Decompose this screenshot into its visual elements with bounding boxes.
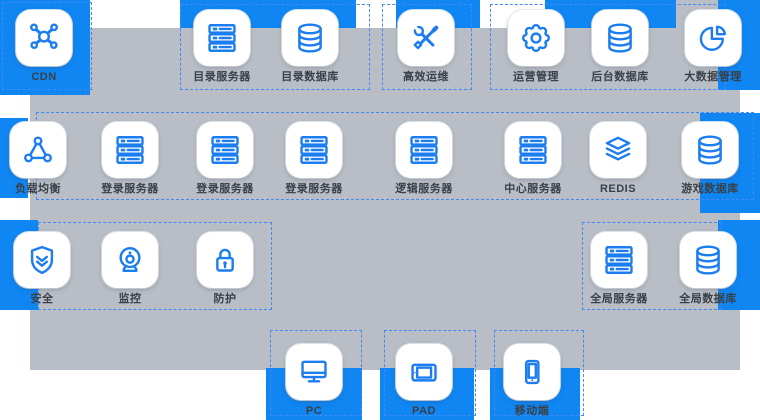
node-label: 安全 [30,293,54,305]
diagram-node: 逻辑服务器 [379,122,469,196]
server-icon [396,122,452,178]
node-label: 全局服务器 [590,293,648,305]
diagram-node: REDIS [573,122,663,196]
node-label: 全局数据库 [679,293,737,305]
node-label: 中心服务器 [504,183,562,195]
group-border [180,4,370,90]
shield-icon [14,232,70,288]
node-label: CDN [31,71,57,83]
phone-icon [504,344,560,400]
database-icon [592,10,648,66]
node-label: 逻辑服务器 [395,183,453,195]
node-label: 防护 [213,293,237,305]
diagram-node: 防护 [180,232,270,306]
diagram-node: 全局服务器 [574,232,664,306]
node-label: 高效运维 [403,71,449,83]
database-icon [282,10,338,66]
server-icon [591,232,647,288]
database-icon [682,122,738,178]
camera-icon [102,232,158,288]
cdn-network-icon [16,10,72,66]
tools-icon [398,10,454,66]
node-label: 运营管理 [513,71,559,83]
node-label: PAD [412,405,436,417]
server-icon [197,122,253,178]
node-label: 负载均衡 [15,183,61,195]
tablet-icon [396,344,452,400]
diagram-node: 登录服务器 [180,122,270,196]
node-label: 移动端 [514,405,550,417]
diagram-node: 运营管理 [491,10,581,84]
diagram-node: PC [269,344,359,418]
server-icon [102,122,158,178]
diagram-node: 登录服务器 [85,122,175,196]
node-label: REDIS [599,183,637,195]
diagram-node: 移动端 [487,344,577,418]
node-label: PC [305,405,323,417]
group-border [384,330,476,416]
gear-icon [508,10,564,66]
diagram-node: 大数据管理 [668,10,758,84]
diagram-node: 目录数据库 [265,10,355,84]
pie-chart-icon [685,10,741,66]
diagram-node: 后台数据库 [575,10,665,84]
diagram-node: 全局数据库 [663,232,753,306]
diagram-node: 安全 [0,232,87,306]
group-border [2,2,92,90]
node-label: 大数据管理 [684,71,742,83]
node-label: 登录服务器 [285,183,343,195]
diagram-node: 登录服务器 [269,122,359,196]
database-icon [680,232,736,288]
node-label: 监控 [118,293,142,305]
node-label: 登录服务器 [196,183,254,195]
server-icon [505,122,561,178]
diagram-node: 游戏数据库 [665,122,755,196]
diagram-node: 负载均衡 [0,122,83,196]
node-label: 登录服务器 [101,183,159,195]
diagram-node: 监控 [85,232,175,306]
diagram-node: CDN [0,10,89,84]
group-border [494,330,584,416]
group-border [382,4,472,90]
diagram-node: 高效运维 [381,10,471,84]
load-balancer-icon [10,122,66,178]
monitor-icon [286,344,342,400]
diagram-node: PAD [379,344,469,418]
diagram-node: 中心服务器 [488,122,578,196]
node-label: 后台数据库 [591,71,649,83]
layers-icon [590,122,646,178]
server-icon [194,10,250,66]
lock-icon [197,232,253,288]
diagram-node: 目录服务器 [177,10,267,84]
group-border [270,330,362,416]
node-label: 目录数据库 [281,71,339,83]
node-label: 游戏数据库 [681,183,739,195]
node-label: 目录服务器 [193,71,251,83]
server-icon [286,122,342,178]
